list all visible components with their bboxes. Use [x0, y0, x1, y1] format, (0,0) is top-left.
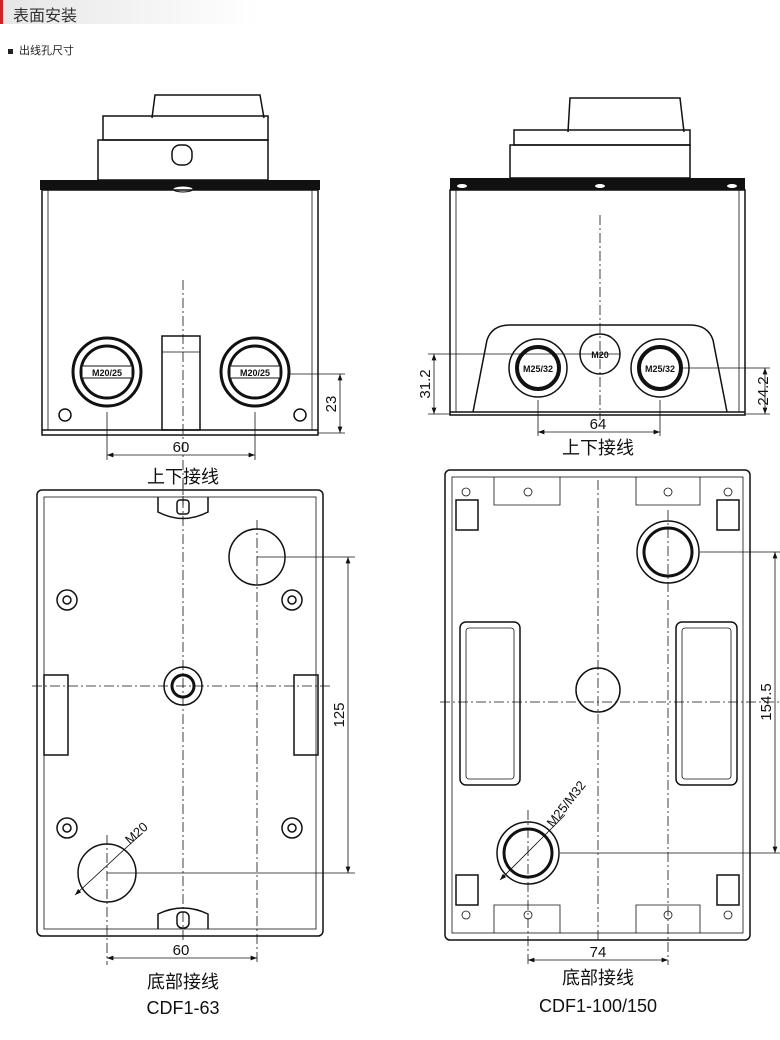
- model-name: CDF1-63: [146, 998, 219, 1018]
- caption-top-wiring: 上下接线: [147, 467, 219, 487]
- gland-left: M25/32: [508, 338, 568, 398]
- caption-bottom-wiring: 底部接线: [147, 972, 219, 992]
- header-accent-bar: [0, 0, 3, 24]
- dim-vertical: 154.5: [758, 683, 775, 721]
- gland-right: M25/32: [630, 338, 690, 398]
- gland-label: M25/32: [645, 364, 675, 374]
- dim-height: 23: [323, 396, 340, 413]
- header-title: 表面安装: [13, 6, 78, 25]
- hole-label: M25/M32: [544, 778, 589, 830]
- subsection-text: 出线孔尺寸: [19, 44, 74, 57]
- dim-vertical: 125: [331, 702, 348, 727]
- gland-label: M20/25: [92, 368, 122, 378]
- gland-label: M20/25: [240, 368, 270, 378]
- caption-top-wiring: 上下接线: [562, 438, 634, 458]
- dim-spacing: 74: [590, 944, 607, 961]
- subsection-label: 出线孔尺寸: [8, 42, 74, 58]
- gland-left: M20/25: [71, 336, 143, 408]
- cdf1-63-bottom-view: 125 M20 60 底部接线 CDF1-63: [32, 480, 355, 1018]
- section-header: 表面安装: [0, 0, 260, 25]
- dim-spacing: 64: [590, 416, 607, 433]
- dim-spacing: 60: [173, 942, 190, 959]
- model-name: CDF1-100/150: [539, 996, 657, 1016]
- cdf1-100-side-view: M20 M25/32 M25/32 31.2 24.2 64 上下接线: [417, 97, 772, 458]
- bullet-icon: [8, 48, 13, 54]
- cdf1-100-bottom-view: 154.5 M25/M32 74 底部接线 CDF1-100/150: [440, 469, 780, 1016]
- cdf1-63-side-view: M20/25 M20/25 60 23 上下接线: [40, 94, 345, 505]
- dim-left: 31.2: [417, 369, 434, 398]
- gland-right: M20/25: [219, 336, 291, 408]
- hole-label: M20: [122, 819, 151, 847]
- gland-label: M25/32: [523, 364, 553, 374]
- dim-right: 24.2: [755, 376, 772, 405]
- caption-bottom-wiring: 底部接线: [562, 968, 634, 988]
- dim-spacing: 60: [173, 439, 190, 456]
